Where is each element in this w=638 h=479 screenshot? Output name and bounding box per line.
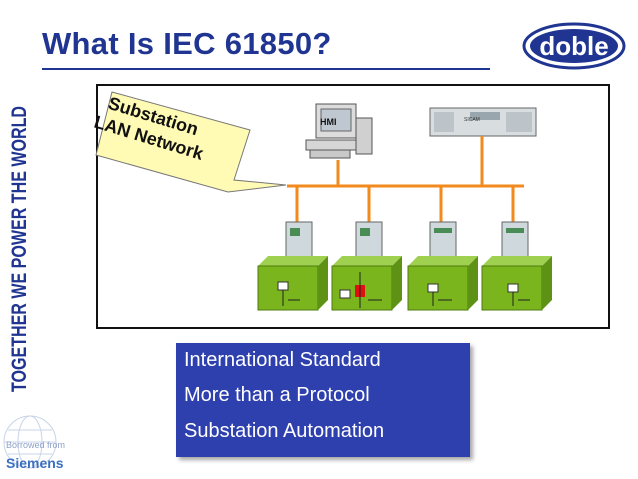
hmi-computer-icon [305, 103, 373, 159]
hmi-label: HMI [320, 117, 337, 127]
sidebar-slogan: TOGETHER WE POWER THE WORLD [0, 102, 34, 392]
bullet-box: International Standard More than a Proto… [176, 343, 470, 457]
title-underline [42, 68, 490, 70]
ied-device-2 [355, 221, 383, 259]
globe-watermark-icon [3, 415, 57, 469]
logo-wordmark: doble [539, 31, 608, 61]
bay-4 [481, 221, 552, 311]
ied-device-4 [501, 221, 529, 259]
borrowed-from-label: Borrowed from [6, 440, 66, 450]
bay-2 [331, 221, 402, 311]
ied-device-3 [429, 221, 457, 259]
source-name: Siemens [6, 455, 64, 471]
ied-device-1 [285, 221, 313, 259]
bay-3 [407, 221, 478, 311]
doble-logo: doble [522, 22, 626, 70]
station-controller-icon [429, 107, 537, 137]
slide-title: What Is IEC 61850? [42, 26, 332, 61]
server-label: SICAM [464, 117, 480, 123]
callout-bubble [95, 91, 287, 193]
bay-1 [257, 221, 328, 311]
bullet-item: International Standard [184, 349, 381, 371]
sidebar-slogan-text: TOGETHER WE POWER THE WORLD [8, 106, 31, 392]
lan-bus [287, 136, 524, 222]
bullet-item: Substation Automation [184, 420, 385, 442]
bullet-item: More than a Protocol [184, 384, 370, 406]
